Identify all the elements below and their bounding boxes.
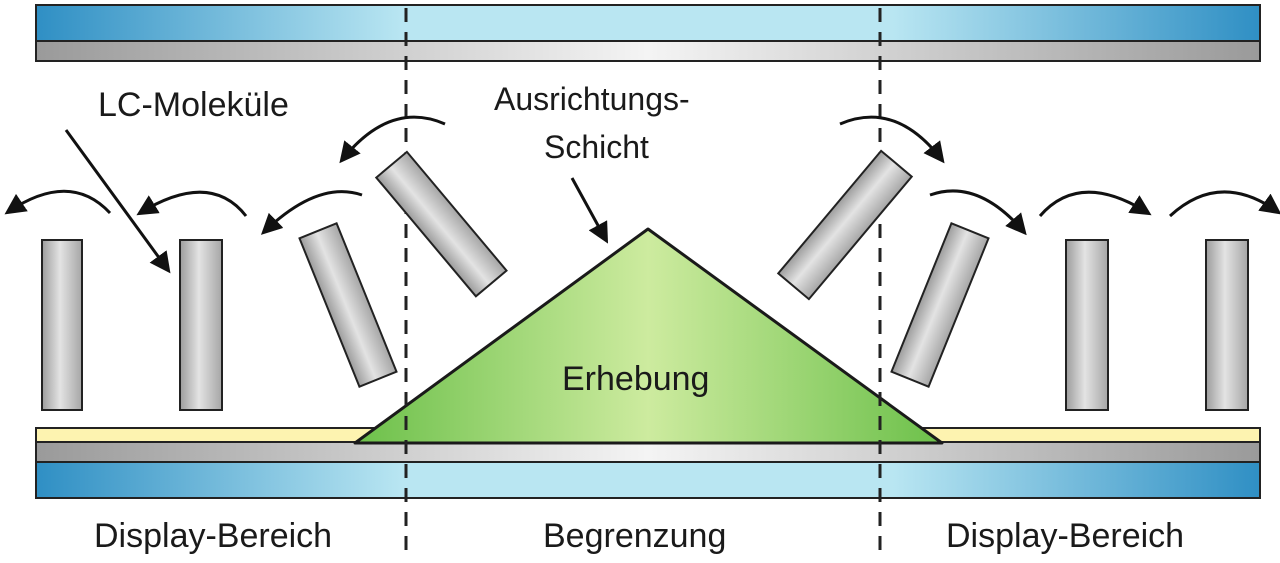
- top-electrode: [35, 40, 1261, 62]
- pointer-arrow-lc: [64, 129, 171, 274]
- lc-molecule: [298, 222, 398, 388]
- label-alignment-line1: Ausrichtungs-: [494, 81, 690, 117]
- label-display-right: Display-Bereich: [946, 517, 1184, 555]
- bottom-electrode: [35, 441, 1261, 463]
- pointer-arrow-alignment: [570, 177, 609, 244]
- rotation-arrow: [1038, 190, 1152, 217]
- label-bump: Erhebung: [562, 360, 709, 398]
- rotation-arrow: [1168, 190, 1280, 218]
- rotation-arrow: [929, 189, 1027, 236]
- label-boundary: Begrenzung: [543, 517, 726, 555]
- rotation-arrow: [839, 115, 945, 164]
- label-alignment-line2: Schicht: [544, 129, 649, 165]
- lc-molecule: [776, 149, 914, 301]
- lc-molecule: [179, 239, 223, 411]
- lc-molecule: [1205, 239, 1249, 411]
- lc-molecule: [1065, 239, 1109, 411]
- lc-molecule: [41, 239, 83, 411]
- top-glass: [35, 4, 1261, 42]
- rotation-arrow: [4, 189, 112, 215]
- label-lc-molecules: LC-Moleküle: [98, 86, 289, 124]
- rotation-arrow: [136, 190, 248, 217]
- rotation-arrow: [260, 190, 363, 235]
- rotation-arrow: [339, 115, 446, 164]
- lc-molecule: [374, 150, 508, 298]
- label-display-left: Display-Bereich: [94, 517, 332, 555]
- lc-molecule: [890, 222, 990, 388]
- bottom-glass: [35, 461, 1261, 499]
- bump: [353, 227, 944, 445]
